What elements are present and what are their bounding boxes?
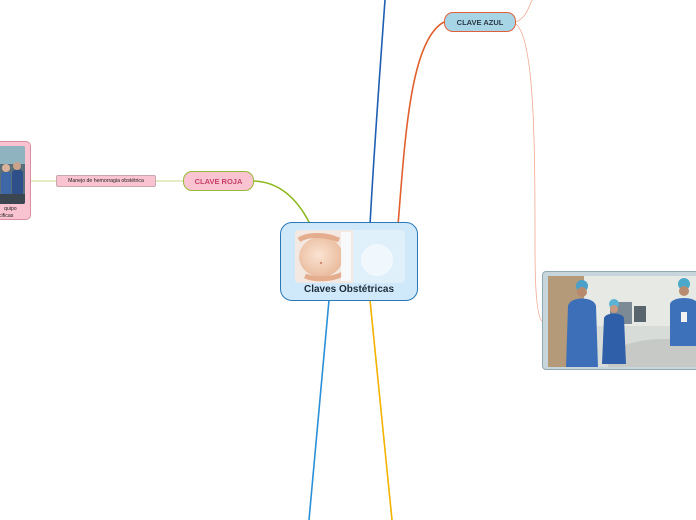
branch-line-clave-azul xyxy=(397,21,445,226)
medical-team-image xyxy=(0,146,25,204)
branch-line-clave-roja xyxy=(253,180,311,225)
topic-clave-roja[interactable]: CLAVE ROJA xyxy=(183,171,254,191)
central-topic-title: Claves Obstétricas xyxy=(303,284,395,295)
branch-line-top xyxy=(369,0,386,226)
card-text-line-1: quipo xyxy=(4,206,17,212)
branch-line-bottom-yellow xyxy=(369,299,393,520)
card-text-line-2: ecificas xyxy=(0,213,14,219)
surgical-team-image xyxy=(548,276,696,367)
pregnant-belly-image xyxy=(295,230,405,283)
branch-line-azul-photo xyxy=(515,23,544,323)
branch-line-azul-up xyxy=(515,0,533,23)
central-topic[interactable]: Claves Obstétricas xyxy=(280,222,418,301)
subtopic-manejo-hemorragia[interactable]: Manejo de hemorragia obstétrica xyxy=(56,175,156,187)
branch-line-bottom-blue xyxy=(308,299,330,520)
subtopic-card-equipo[interactable]: quipo ecificas xyxy=(0,141,31,220)
subtopic-photo-card[interactable] xyxy=(542,271,696,370)
topic-clave-azul[interactable]: CLAVE AZUL xyxy=(444,12,516,32)
